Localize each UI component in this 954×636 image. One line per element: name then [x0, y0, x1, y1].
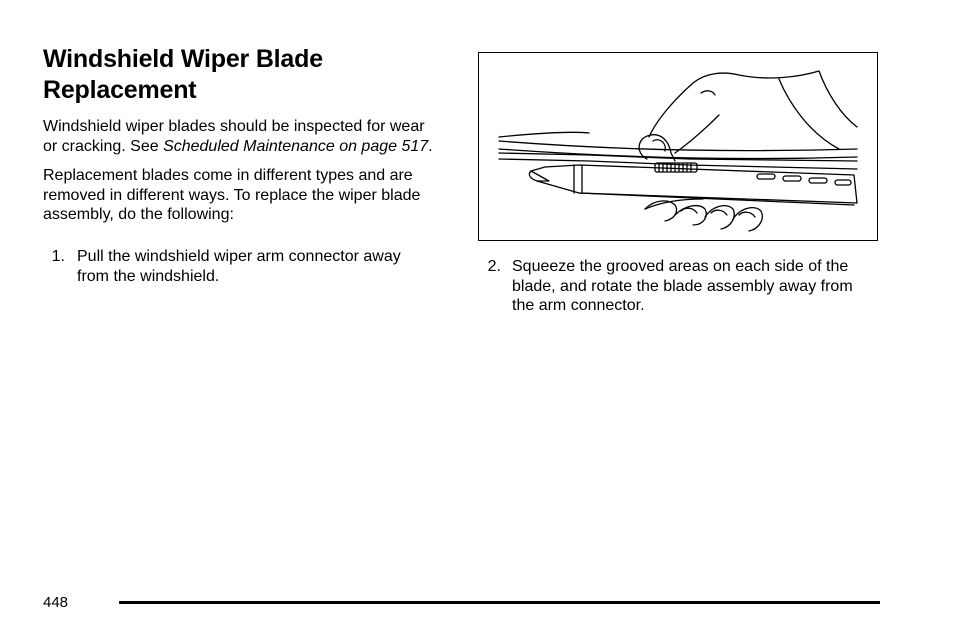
- grooved-area: [654, 162, 698, 173]
- fingernail: [680, 207, 698, 214]
- footer-rule: [119, 601, 880, 604]
- wiper-arm: [498, 152, 858, 162]
- thumbnail: [652, 139, 666, 152]
- blade-rubber: [578, 192, 855, 206]
- section-title: Windshield Wiper Blade Replacement: [43, 44, 443, 106]
- wiper-blade-illustration: [478, 52, 878, 241]
- page-number: 448: [43, 594, 69, 611]
- step-2: 2. Squeeze the grooved areas on each sid…: [477, 257, 877, 316]
- finger: [732, 207, 763, 232]
- fingernail: [738, 211, 756, 218]
- windshield-line: [498, 148, 858, 160]
- fingernail: [710, 209, 728, 216]
- procedure-intro-paragraph: Replacement blades come in different typ…: [43, 167, 421, 223]
- blade-slot: [756, 173, 776, 180]
- windshield-line: [498, 140, 858, 152]
- intro-period: .: [428, 137, 433, 155]
- wiper-blade-drawing: [498, 70, 858, 232]
- hand-wrist: [818, 70, 858, 128]
- hand-knuckle: [700, 90, 716, 96]
- thumb: [638, 134, 676, 162]
- blade-slot: [834, 179, 852, 186]
- blade-slot: [808, 177, 828, 184]
- section-title-line2: Replacement: [43, 76, 197, 104]
- wiper-arm: [498, 158, 858, 170]
- left-column: Windshield Wiper Blade Replacement Winds…: [43, 44, 443, 235]
- blade-slot: [782, 175, 802, 182]
- section-title-line1: Windshield Wiper Blade: [43, 45, 323, 73]
- step-1-text: Pull the windshield wiper arm connector …: [77, 248, 401, 285]
- step-1: 1. Pull the windshield wiper arm connect…: [43, 247, 413, 286]
- hand-under-blade: [644, 198, 704, 210]
- intro-paragraph: Windshield wiper blades should be inspec…: [43, 117, 443, 156]
- step-1-number: 1.: [51, 248, 65, 265]
- hand-back: [648, 70, 820, 138]
- hand-fold: [674, 114, 720, 154]
- windshield-edge-line: [498, 131, 590, 138]
- blade-tip: [530, 170, 550, 182]
- step-2-number: 2.: [487, 258, 501, 275]
- wiper-blade-body: [528, 164, 858, 204]
- maintenance-cross-reference: Scheduled Maintenance on page 517: [163, 137, 429, 155]
- finger: [704, 205, 735, 230]
- hand-wrist: [778, 78, 840, 150]
- groove-marks: [658, 163, 692, 172]
- intro-text: Windshield wiper blades should be inspec…: [43, 118, 425, 155]
- step-2-text: Squeeze the grooved areas on each side o…: [512, 258, 853, 314]
- finger: [644, 200, 678, 222]
